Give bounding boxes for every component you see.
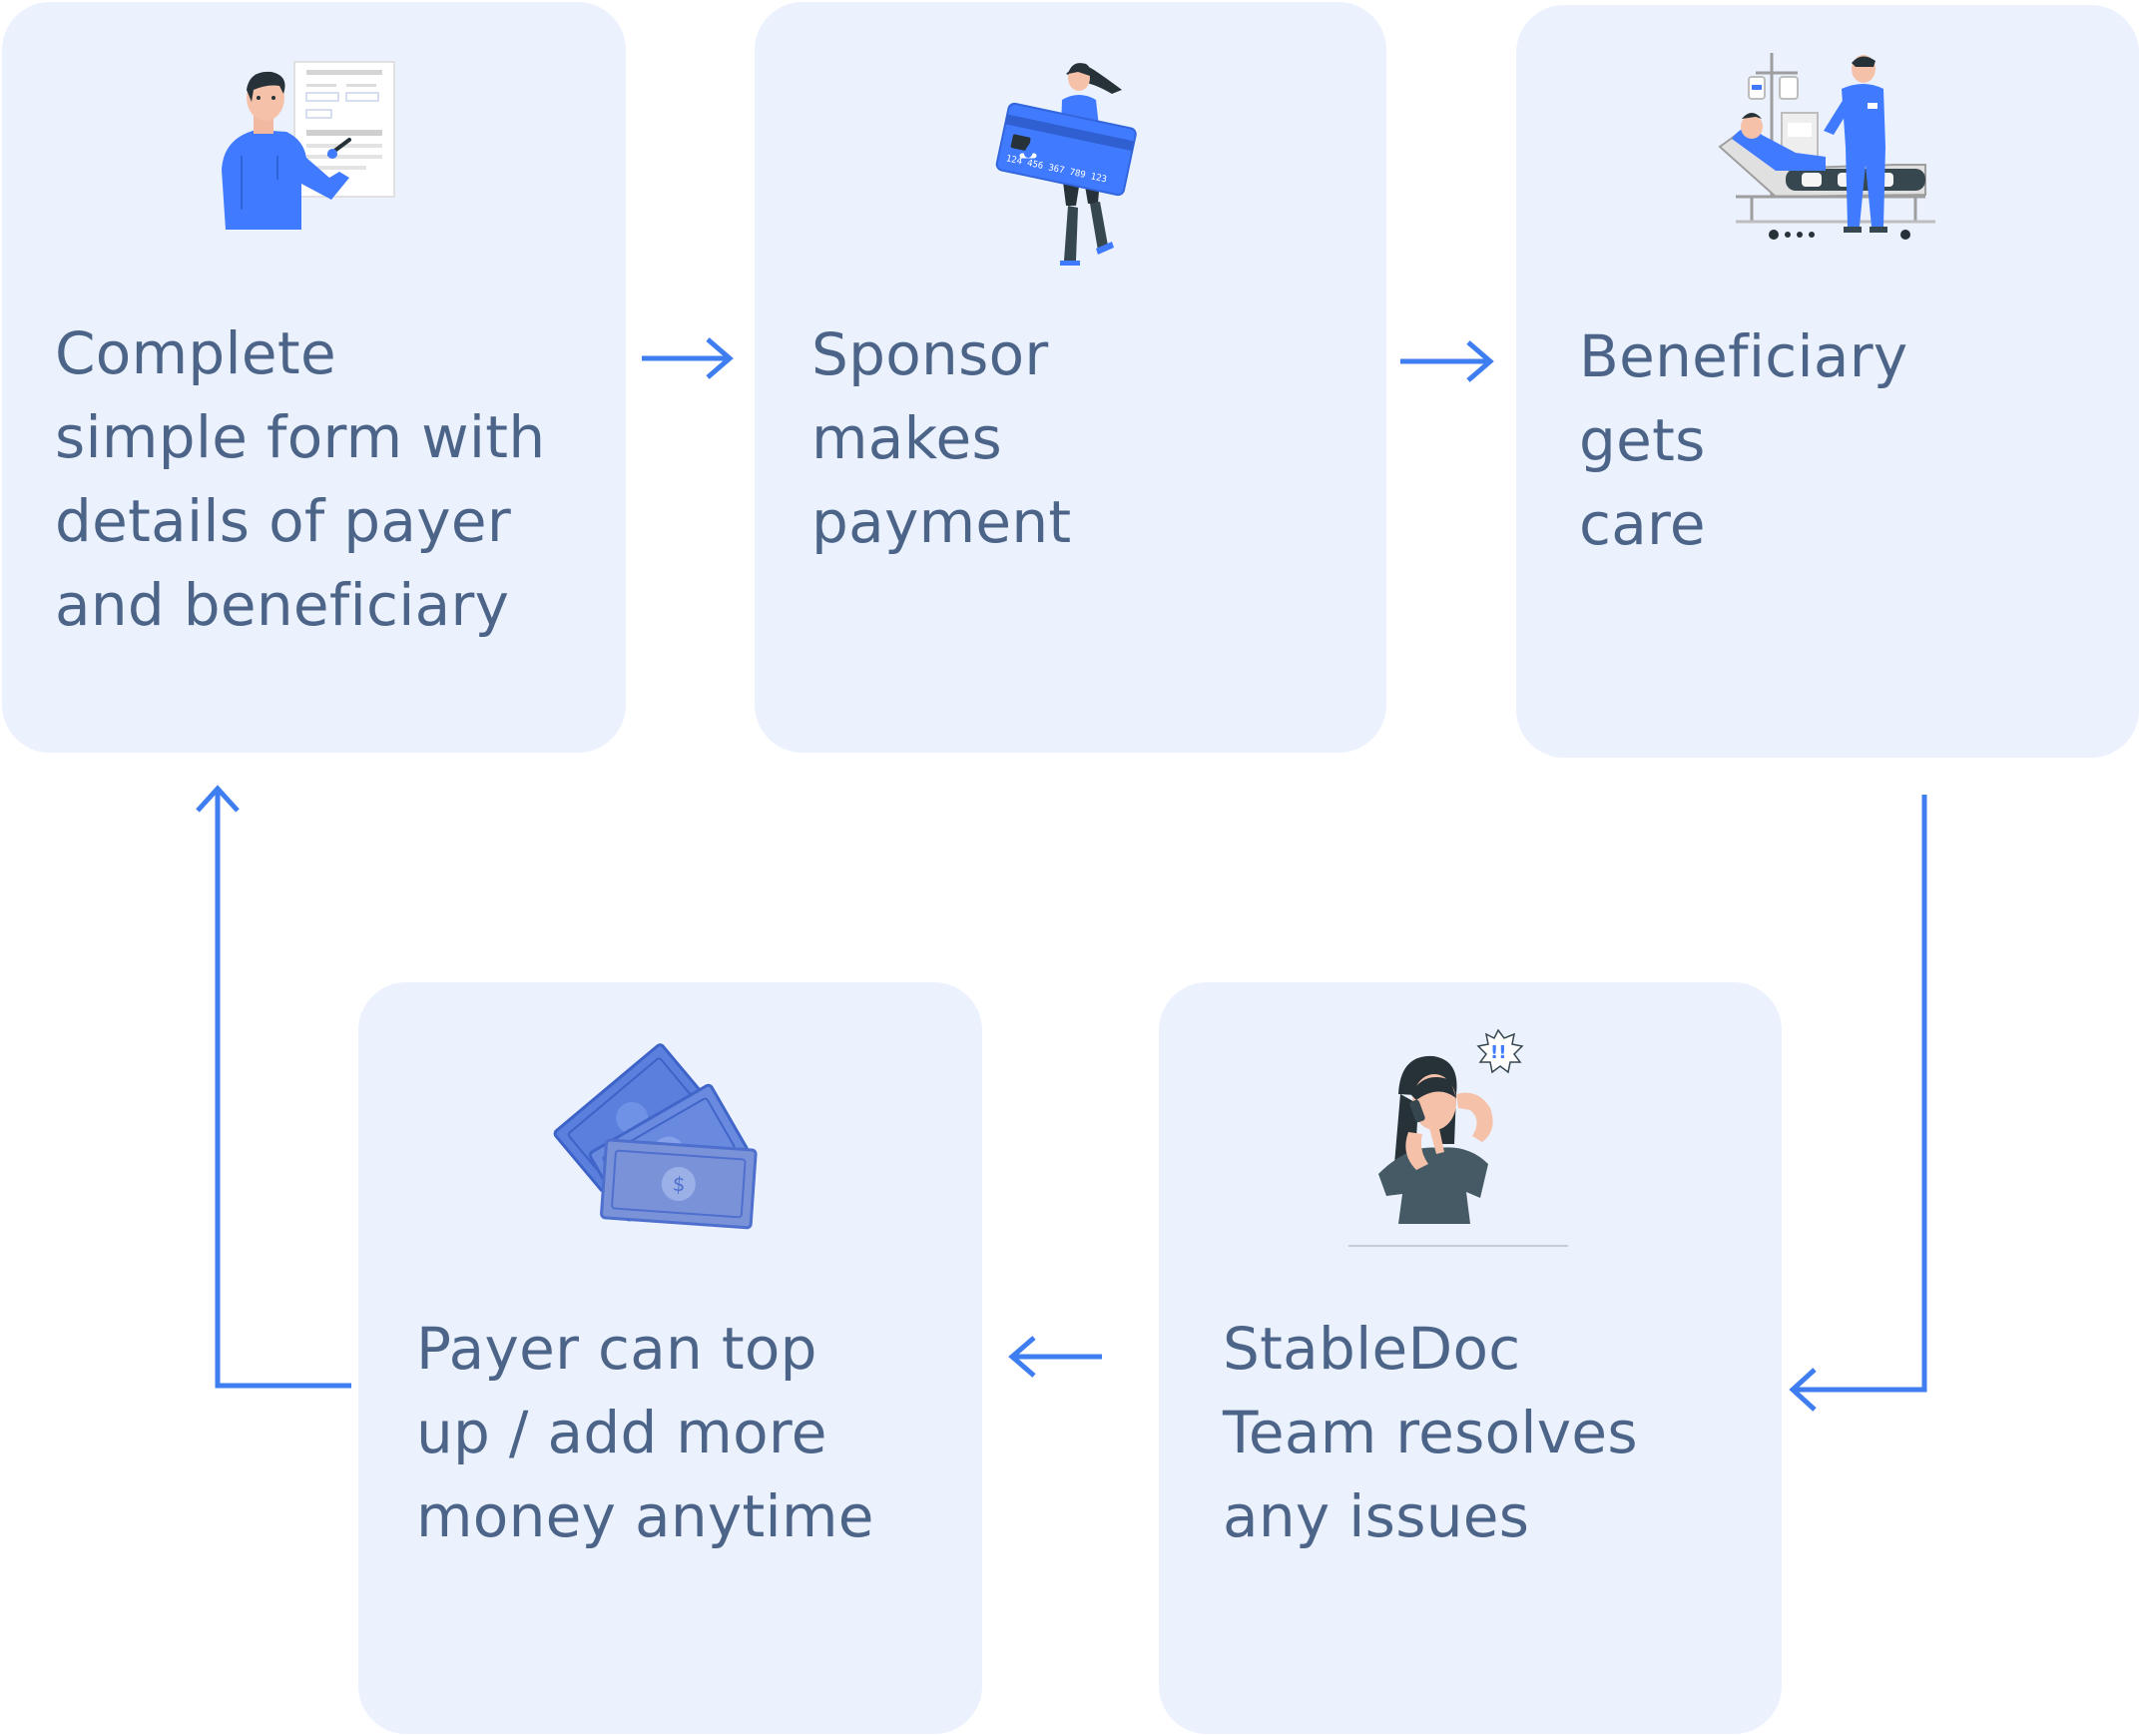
- step-label: Payer can top up / add more money anytim…: [416, 1315, 874, 1550]
- arrow-step5-to-step4: [1008, 1336, 1102, 1378]
- alert-text: !!: [1490, 1042, 1506, 1063]
- step-label: Sponsor makes payment: [811, 320, 1072, 556]
- step-card-complete-form: Complete simple form with details of pay…: [2, 2, 626, 753]
- hospital-bed-with-doctor-icon: [1718, 53, 1935, 240]
- step-label: StableDoc Team resolves any issues: [1223, 1315, 1638, 1550]
- arrow-step2-to-step3: [1400, 340, 1494, 382]
- step-label: Complete simple form with details of pay…: [55, 319, 546, 639]
- money-bills-icon: $: [553, 1043, 758, 1230]
- arrow-step3-to-step5: [1789, 795, 1927, 1412]
- step-card-sponsor-pays: 124 456 367 789 123 Sponsor makes paymen…: [755, 2, 1386, 753]
- arrow-step4-to-step1: [196, 785, 351, 1389]
- arrow-step1-to-step2: [642, 337, 734, 379]
- svg-text:$: $: [672, 1172, 686, 1197]
- worried-woman-on-phone-icon: !!: [1348, 1028, 1568, 1247]
- step-label: Beneficiary gets care: [1579, 322, 1908, 558]
- woman-with-credit-card-icon: 124 456 367 789 123: [995, 63, 1137, 266]
- step-card-beneficiary-care: Beneficiary gets care: [1516, 5, 2139, 758]
- step-card-top-up: $ Payer can top up / add more money anyt…: [358, 982, 982, 1734]
- man-filling-form-icon: [222, 61, 395, 230]
- step-card-team-resolves: !! StableDoc Team resolves any issues: [1159, 982, 1782, 1734]
